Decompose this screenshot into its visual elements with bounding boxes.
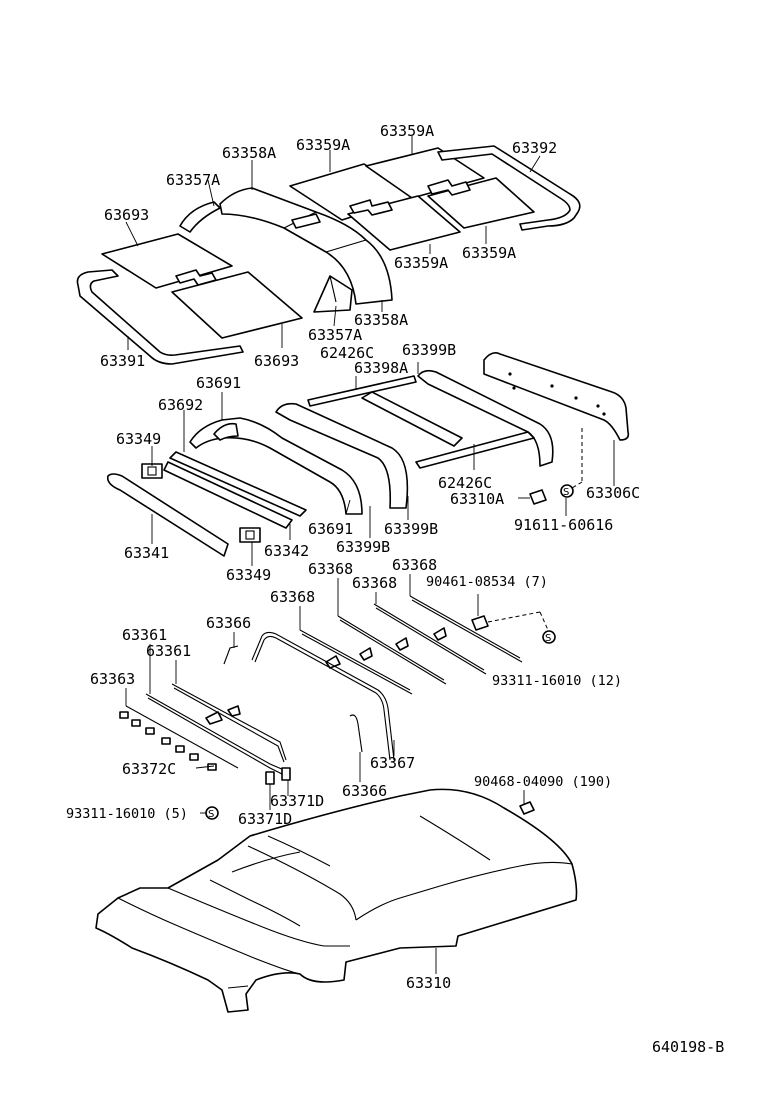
label-63692: 63692 <box>158 396 203 414</box>
part-63371d-clip-1 <box>265 771 275 785</box>
label-63693: 63693 <box>254 352 299 370</box>
svg-text:S: S <box>208 809 214 820</box>
label-63399b: 63399B <box>384 520 438 538</box>
label-63341: 63341 <box>124 544 169 562</box>
part-90468-clip <box>519 801 535 815</box>
label-63371d: 63371D <box>270 792 324 810</box>
label-63349: 63349 <box>226 566 271 584</box>
part-63342-strip <box>163 461 293 529</box>
label-63357a: 63357A <box>308 326 362 344</box>
part-63399b-rail-mid <box>275 402 409 509</box>
label-63368: 63368 <box>270 588 315 606</box>
label-63691: 63691 <box>308 520 353 538</box>
part-63361-rail-1 <box>145 693 285 771</box>
label-63693: 63693 <box>104 206 149 224</box>
part-63372c-clips <box>119 711 217 771</box>
label-63691: 63691 <box>196 374 241 392</box>
part-63399b-rail-right <box>417 369 554 467</box>
part-63692-strip <box>169 451 307 517</box>
part-63341-strip <box>106 473 229 557</box>
label-90468-04090: 90468-04090 (190) <box>474 774 612 790</box>
label-63399b: 63399B <box>402 341 456 359</box>
label-91611-60616: 91611-60616 <box>514 516 613 534</box>
label-62426c: 62426C <box>320 344 374 362</box>
part-93311-bolt-right <box>542 630 556 644</box>
label-63392: 63392 <box>512 139 557 157</box>
label-63358a: 63358A <box>354 311 408 329</box>
part-63357a-lower <box>313 275 353 313</box>
label-63367: 63367 <box>370 754 415 772</box>
part-63359a-clip-1 <box>349 199 393 216</box>
part-63366-rod <box>251 631 395 761</box>
label-63349: 63349 <box>116 430 161 448</box>
label-63361: 63361 <box>146 642 191 660</box>
part-63368-cable-3 <box>373 603 485 671</box>
part-63398a-bar <box>361 391 463 447</box>
label-63310: 63310 <box>406 974 451 992</box>
part-63349-clip-upper <box>141 463 163 479</box>
part-63693-pad-lower <box>171 271 303 339</box>
label-63359a: 63359A <box>462 244 516 262</box>
label-63398a: 63398A <box>354 359 408 377</box>
part-63371d-clip-2 <box>281 767 291 781</box>
label-63357a: 63357A <box>166 171 220 189</box>
part-63691-moulding-inner <box>213 422 239 441</box>
part-63310-headliner <box>95 788 578 1013</box>
part-62426c-bar-top <box>307 375 417 407</box>
label-90461-08534: 90461-08534 (7) <box>426 574 548 590</box>
part-63363-rail <box>125 705 239 769</box>
label-63371d: 63371D <box>238 810 292 828</box>
label-63358a: 63358A <box>222 144 276 162</box>
part-63357a-upper <box>179 201 221 233</box>
label-63310a: 63310A <box>450 490 504 508</box>
label-63368: 63368 <box>392 556 437 574</box>
part-63368-cable-1 <box>299 629 411 691</box>
part-63368-cable-2 <box>337 615 445 681</box>
label-63363: 63363 <box>90 670 135 688</box>
svg-text:S: S <box>563 487 569 498</box>
part-62426c-bar-bottom <box>415 431 535 469</box>
part-63359a-clip-3 <box>291 213 321 229</box>
label-63366: 63366 <box>342 782 387 800</box>
label-63372c: 63372C <box>122 760 176 778</box>
label-63368: 63368 <box>308 560 353 578</box>
label-63306c: 63306C <box>586 484 640 502</box>
part-63366-small <box>223 645 239 665</box>
svg-text:S: S <box>545 633 551 644</box>
part-63391-weatherstrip <box>76 269 244 365</box>
part-63306c-panel <box>483 352 630 441</box>
label-63399b: 63399B <box>336 538 390 556</box>
label-63342: 63342 <box>264 542 309 560</box>
part-63361-rail-2 <box>171 683 287 761</box>
label-63366: 63366 <box>206 614 251 632</box>
part-63367-hook <box>349 714 363 753</box>
part-63693-clip <box>175 269 217 286</box>
part-63368-cable-4 <box>409 595 521 659</box>
label-62426c: 62426C <box>438 474 492 492</box>
part-91611-bolt <box>560 484 574 498</box>
part-63392-weatherstrip <box>437 145 581 231</box>
label-63359a: 63359A <box>380 122 434 140</box>
diagram-code: 640198-B <box>652 1038 724 1056</box>
label-63368: 63368 <box>352 574 397 592</box>
part-63310a-clip <box>529 489 547 505</box>
label-93311-16010-5: 93311-16010 (5) <box>66 806 188 822</box>
label-63359a: 63359A <box>296 136 350 154</box>
part-63349-clip-lower <box>239 527 261 543</box>
label-63359a: 63359A <box>394 254 448 272</box>
label-93311-16010-12: 93311-16010 (12) <box>492 673 622 689</box>
label-63361: 63361 <box>122 626 167 644</box>
leader-lines <box>125 136 615 974</box>
part-63359a-clip-2 <box>427 179 471 196</box>
label-63391: 63391 <box>100 352 145 370</box>
